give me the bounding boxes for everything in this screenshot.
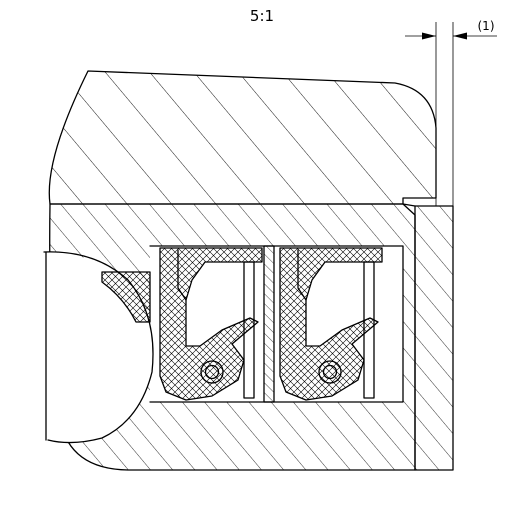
seal-lip-left: [243, 261, 255, 399]
bearing-cage: [101, 271, 151, 323]
seal-outline-right: [279, 247, 383, 401]
shaft-seal-right: [279, 247, 383, 401]
dimension-label: (1): [478, 19, 495, 33]
seal-body-right: [280, 248, 382, 400]
retaining-ring: [402, 203, 454, 471]
spacer-ring: [263, 245, 275, 403]
garter-spring-left: [200, 360, 224, 384]
seal-body-left: [160, 248, 262, 400]
shaft-seal-left: [159, 247, 263, 401]
arrow-left-icon: [422, 32, 436, 40]
seal-outline-left: [159, 247, 263, 401]
seal-insert-left: [177, 249, 187, 301]
housing-section: [48, 70, 437, 205]
seal-lip-right: [363, 261, 375, 399]
seal-insert-right: [297, 249, 307, 301]
arrow-right-icon: [453, 32, 467, 40]
scale-label: 5:1: [250, 7, 274, 25]
garter-spring-right: [318, 360, 342, 384]
